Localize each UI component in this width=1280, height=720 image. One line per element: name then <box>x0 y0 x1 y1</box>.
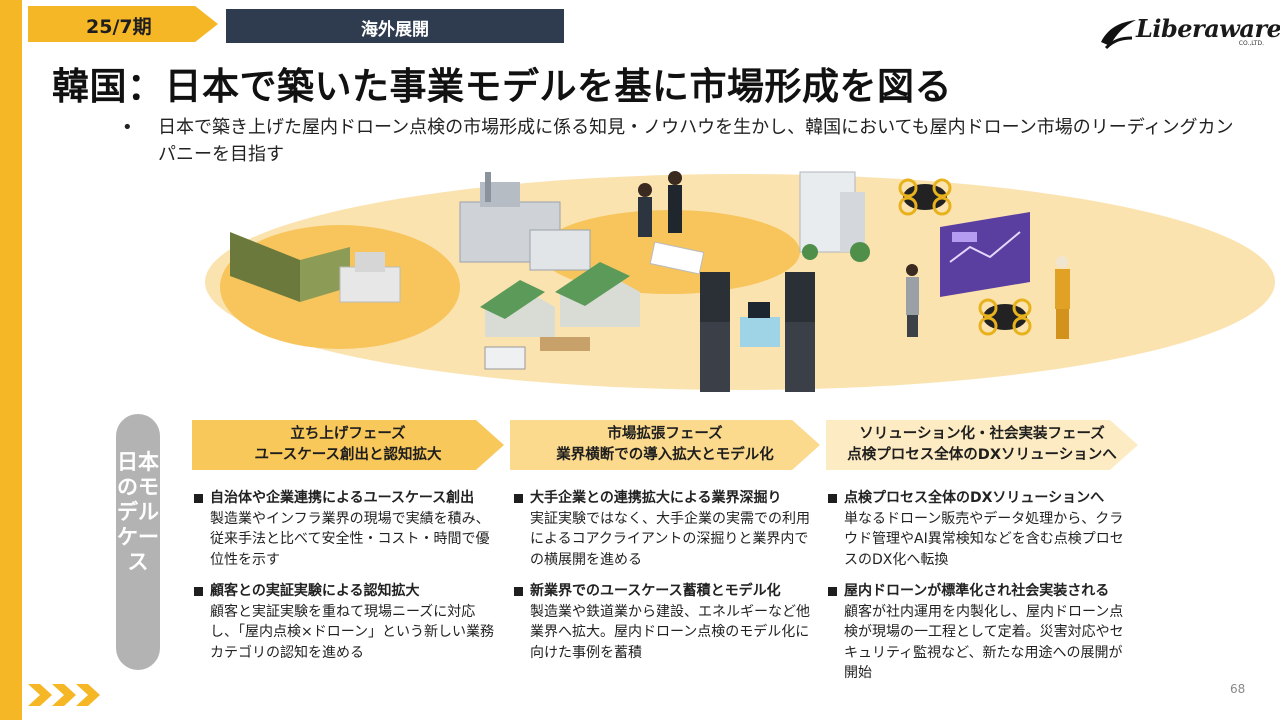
item-body: 顧客が社内運用を内製化し、屋内ドローン点検が現場の一工程として定着。災害対応やセ… <box>844 603 1124 682</box>
item-heading: 大手企業との連携拡大による業界深掘り <box>512 488 822 509</box>
drone-icon <box>898 178 952 216</box>
phase-title: 市場拡張フェーズ <box>607 426 723 442</box>
factory-icon <box>459 172 591 271</box>
bullet-marker: • <box>122 117 133 138</box>
item-heading: 新業界でのユースケース蓄積とモデル化 <box>512 581 822 602</box>
list-item: 屋内ドローンが標準化され社会実装される 顧客が社内運用を内製化し、屋内ドローン点… <box>826 581 1136 684</box>
bullet-text: 日本で築き上げた屋内ドローン点検の市場形成に係る知見・ノウハウを生かし、韓国にお… <box>158 117 1234 165</box>
item-heading: 点検プロセス全体のDXソリューションへ <box>826 488 1136 509</box>
list-item: 点検プロセス全体のDXソリューションへ 単なるドローン販売やデータ処理から、クラ… <box>826 488 1136 570</box>
period-tag: 25/7期 <box>28 6 218 42</box>
item-heading: 屋内ドローンが標準化され社会実装される <box>826 581 1136 602</box>
phase-column-startup: 自治体や企業連携によるユースケース創出 製造業やインフラ業界の現場で実績を積み、… <box>192 488 502 674</box>
list-item: 顧客との実証実験による認知拡大 顧客と実証実験を重ねて現場ニーズに対応し、「屋内… <box>192 581 502 663</box>
phase-arrow-solution: ソリューション化・社会実装フェーズ 点検プロセス全体のDXソリューションへ <box>826 420 1138 470</box>
page-title: 韓国：日本で築いた事業モデルを基に市場形成を図る <box>52 65 952 108</box>
drone-icon <box>978 298 1032 336</box>
tunnel-icon <box>230 232 401 303</box>
dashboard-screen-icon <box>940 212 1030 297</box>
business-illustration <box>205 171 1275 392</box>
phase-subtitle: 点検プロセス全体のDXソリューションへ <box>847 447 1117 463</box>
server-icon <box>700 272 815 392</box>
company-logo: Liberaware CO.,LTD. <box>1098 10 1280 52</box>
phase-column-solution: 点検プロセス全体のDXソリューションへ 単なるドローン販売やデータ処理から、クラ… <box>826 488 1136 695</box>
item-body: 実証実験ではなく、大手企業の実需での利用によるコアクライアントの深掘りと業界内で… <box>530 510 810 568</box>
logo-text: Liberaware <box>1136 14 1280 43</box>
left-accent-bar <box>0 0 22 720</box>
chevron-decoration-icon <box>28 684 100 706</box>
phase-title: ソリューション化・社会実装フェーズ <box>859 426 1105 442</box>
phase-arrow-expansion: 市場拡張フェーズ 業界横断での導入拡大とモデル化 <box>510 420 820 470</box>
warehouse-icon <box>480 262 640 370</box>
phase-subtitle: ユースケース創出と認知拡大 <box>254 447 442 463</box>
phase-arrow-startup: 立ち上げフェーズ ユースケース創出と認知拡大 <box>192 420 504 470</box>
phase-title: 立ち上げフェーズ <box>290 426 406 442</box>
logo-subtext: CO.,LTD. <box>1238 40 1264 47</box>
handshake-icon <box>638 171 705 275</box>
item-body: 単なるドローン販売やデータ処理から、クラウド管理やAI異常検知などを含む点検プロ… <box>844 510 1124 568</box>
list-item: 大手企業との連携拡大による業界深掘り 実証実験ではなく、大手企業の実需での利用に… <box>512 488 822 570</box>
worker-icon <box>906 264 919 337</box>
item-body: 顧客と実証実験を重ねて現場ニーズに対応し、「屋内点検×ドローン」という新しい業務… <box>210 603 495 661</box>
model-case-label: 日本のモデルケース <box>116 414 160 670</box>
section-label: 海外展開 <box>361 20 429 40</box>
item-heading: 自治体や企業連携によるユースケース創出 <box>192 488 502 509</box>
phase-subtitle: 業界横断での導入拡大とモデル化 <box>556 447 774 463</box>
item-body: 製造業やインフラ業界の現場で実績を積み、従来手法と比べて安全性・コスト・時間で優… <box>210 510 490 568</box>
section-tag: 海外展開 <box>226 9 564 43</box>
item-heading: 顧客との実証実験による認知拡大 <box>192 581 502 602</box>
list-item: 自治体や企業連携によるユースケース創出 製造業やインフラ業界の現場で実績を積み、… <box>192 488 502 570</box>
phase-column-expansion: 大手企業との連携拡大による業界深掘り 実証実験ではなく、大手企業の実需での利用に… <box>512 488 822 674</box>
period-label: 25/7期 <box>86 16 152 38</box>
list-item: 新業界でのユースケース蓄積とモデル化 製造業や鉄道業から建設、エネルギーなど他業… <box>512 581 822 663</box>
page-number: 68 <box>1230 682 1246 696</box>
item-body: 製造業や鉄道業から建設、エネルギーなど他業界へ拡大。屋内ドローン点検のモデル化に… <box>530 603 810 661</box>
office-building-icon <box>799 171 870 262</box>
worker-icon <box>1055 256 1070 339</box>
model-case-text: 日本のモデルケース <box>117 450 159 574</box>
drone-icon <box>1101 20 1136 50</box>
